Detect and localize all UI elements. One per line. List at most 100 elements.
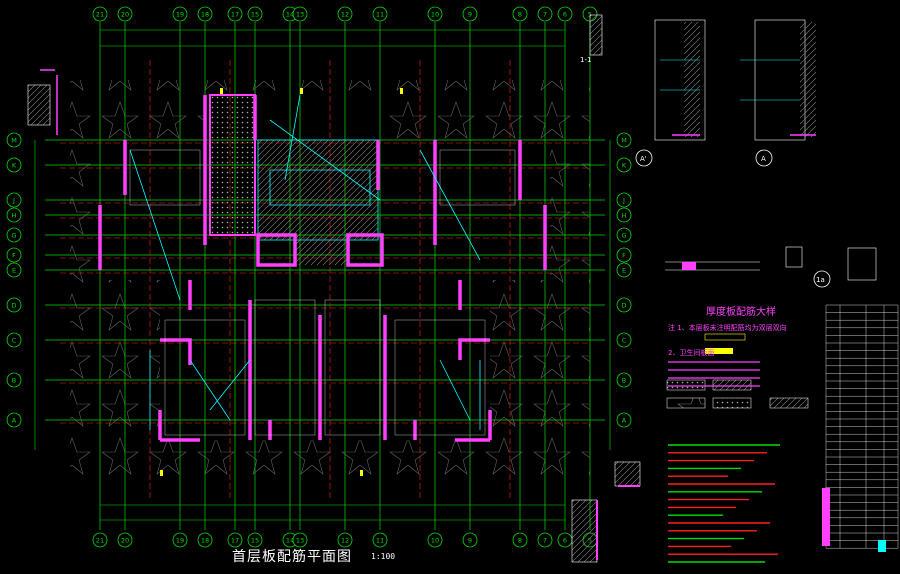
svg-text:21: 21 [96, 537, 104, 545]
grid-bubble-bottom: 6 [557, 532, 573, 548]
grid-bubble-right: M [616, 132, 632, 148]
grid-bubble-bottom: 9 [462, 532, 478, 548]
svg-text:H: H [12, 212, 17, 220]
grid-bubble-left: E [6, 262, 22, 278]
svg-text:F: F [12, 252, 16, 260]
svg-text:6: 6 [563, 11, 567, 19]
detail-label-a: A [761, 155, 766, 163]
grid-bubble-right: G [616, 227, 632, 243]
detail-label-1-1: 1-1 [580, 56, 591, 64]
grid-bubble-right: B [616, 372, 632, 388]
grid-bubble-top: 11 [372, 6, 388, 22]
grid-bubble-left: M [6, 132, 22, 148]
svg-text:19: 19 [176, 11, 184, 19]
grid-bubble-bottom: 18 [197, 532, 213, 548]
grid-bubble-bottom: 8 [512, 532, 528, 548]
grid-bubble-bottom: 10 [427, 532, 443, 548]
svg-text:D: D [621, 302, 626, 310]
grid-bubble-top: 9 [462, 6, 478, 22]
svg-text:9: 9 [468, 11, 472, 19]
grid-bubble-bottom: 11 [372, 532, 388, 548]
grid-bubble-top: 21 [92, 6, 108, 22]
grid-bubble-left: J [6, 192, 22, 208]
svg-text:8: 8 [518, 537, 522, 545]
svg-text:M: M [11, 137, 17, 145]
drawing-title: 首层板配筋平面图 [232, 549, 352, 565]
grid-bubble-left: B [6, 372, 22, 388]
svg-text:11: 11 [376, 11, 384, 19]
svg-text:B: B [622, 377, 626, 385]
svg-text:J: J [622, 197, 625, 205]
svg-text:C: C [12, 337, 17, 345]
svg-text:17: 17 [231, 537, 239, 545]
grid-bubble-left: F [6, 247, 22, 263]
grid-bubble-bottom: 13 [292, 532, 308, 548]
svg-text:11: 11 [376, 537, 384, 545]
grid-bubble-right: D [616, 297, 632, 313]
svg-text:7: 7 [543, 11, 547, 19]
svg-text:13: 13 [296, 11, 304, 19]
svg-text:15: 15 [251, 11, 259, 19]
svg-text:8: 8 [518, 11, 522, 19]
grid-bubble-top: 19 [172, 6, 188, 22]
svg-text:H: H [622, 212, 627, 220]
grid-bubble-right: K [616, 157, 632, 173]
svg-text:20: 20 [121, 11, 129, 19]
svg-text:15: 15 [251, 537, 259, 545]
grid-bubble-bottom: 17 [227, 532, 243, 548]
svg-text:A: A [622, 417, 627, 425]
grid-bubble-top: 7 [537, 6, 553, 22]
grid-bubble-bottom: 20 [117, 532, 133, 548]
svg-text:C: C [622, 337, 627, 345]
svg-text:10: 10 [431, 537, 439, 545]
svg-text:19: 19 [176, 537, 184, 545]
grid-bubble-bottom: 19 [172, 532, 188, 548]
grid-bubble-right: H [616, 207, 632, 223]
svg-text:6: 6 [563, 537, 567, 545]
svg-text:9: 9 [468, 537, 472, 545]
grid-bubble-top: 18 [197, 6, 213, 22]
grid-bubble-top: 6 [557, 6, 573, 22]
svg-text:E: E [12, 267, 16, 275]
svg-text:12: 12 [341, 11, 349, 19]
svg-text:J: J [12, 197, 15, 205]
grid-bubble-top: 15 [247, 6, 263, 22]
svg-text:5: 5 [588, 11, 592, 19]
grid-bubble-left: D [6, 297, 22, 313]
svg-text:10: 10 [431, 11, 439, 19]
grid-bubble-bottom: 15 [247, 532, 263, 548]
svg-text:14: 14 [286, 537, 294, 545]
grid-bubble-left: C [6, 332, 22, 348]
grid-bubble-right: F [616, 247, 632, 263]
svg-text:18: 18 [201, 11, 209, 19]
svg-text:14: 14 [286, 11, 294, 19]
svg-text:20: 20 [121, 537, 129, 545]
svg-text:K: K [622, 162, 627, 170]
drawing-scale: 1:100 [371, 552, 396, 561]
legend-title: 厚度板配筋大样 [706, 307, 776, 318]
grid-bubble-right: C [616, 332, 632, 348]
grid-bubble-top: 17 [227, 6, 243, 22]
svg-text:M: M [621, 137, 627, 145]
grid-bubble-top: 20 [117, 6, 133, 22]
grid-bubble-left: G [6, 227, 22, 243]
grid-bubble-right: E [616, 262, 632, 278]
grid-bubble-bottom: 12 [337, 532, 353, 548]
grid-bubble-left: A [6, 412, 22, 428]
legend-note-2: 2、卫生间板面 [668, 349, 715, 357]
grid-bubble-left: K [6, 157, 22, 173]
grid-bubble-right: A [616, 412, 632, 428]
grid-bubble-top: 13 [292, 6, 308, 22]
svg-text:7: 7 [543, 537, 547, 545]
svg-text:B: B [12, 377, 16, 385]
svg-text:18: 18 [201, 537, 209, 545]
grid-bubble-left: H [6, 207, 22, 223]
grid-bubble-bottom: 7 [537, 532, 553, 548]
grid-bubble-right: J [616, 192, 632, 208]
grid-bubble-top: 10 [427, 6, 443, 22]
legend-note-1: 注 1、本层板未注明配筋均为双层双向 [668, 324, 787, 332]
svg-text:E: E [622, 267, 626, 275]
svg-text:13: 13 [296, 537, 304, 545]
svg-text:K: K [12, 162, 17, 170]
